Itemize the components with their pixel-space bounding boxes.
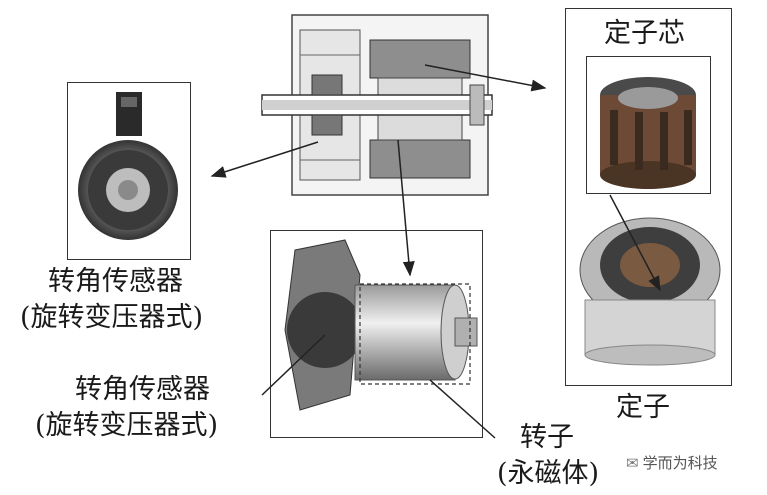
watermark: ✉ 学而为科技 [626,452,718,473]
pointer-lines [210,64,661,439]
motor-cross-section [261,14,493,196]
rotor-photo [284,239,478,411]
resolver-label-line2: (旋转变压器式) [20,302,204,333]
rotor-resolver-label-line1: 转角传感器 [75,374,210,405]
stator-photo [579,217,721,366]
stator-core-photo [600,77,696,189]
resolver-label-line1: 转角传感器 [48,266,183,297]
rotor-label-line2: (永磁体) [497,458,600,489]
stator-label: 定子 [616,392,670,423]
watermark-text: 学而为科技 [642,454,718,472]
rotor-resolver-label-line2: (旋转变压器式) [35,410,219,441]
rotor-label-line1: 转子 [520,422,574,453]
resolver-photo [78,92,178,240]
wechat-icon: ✉ [626,453,639,472]
stator-core-label: 定子芯 [604,18,685,49]
